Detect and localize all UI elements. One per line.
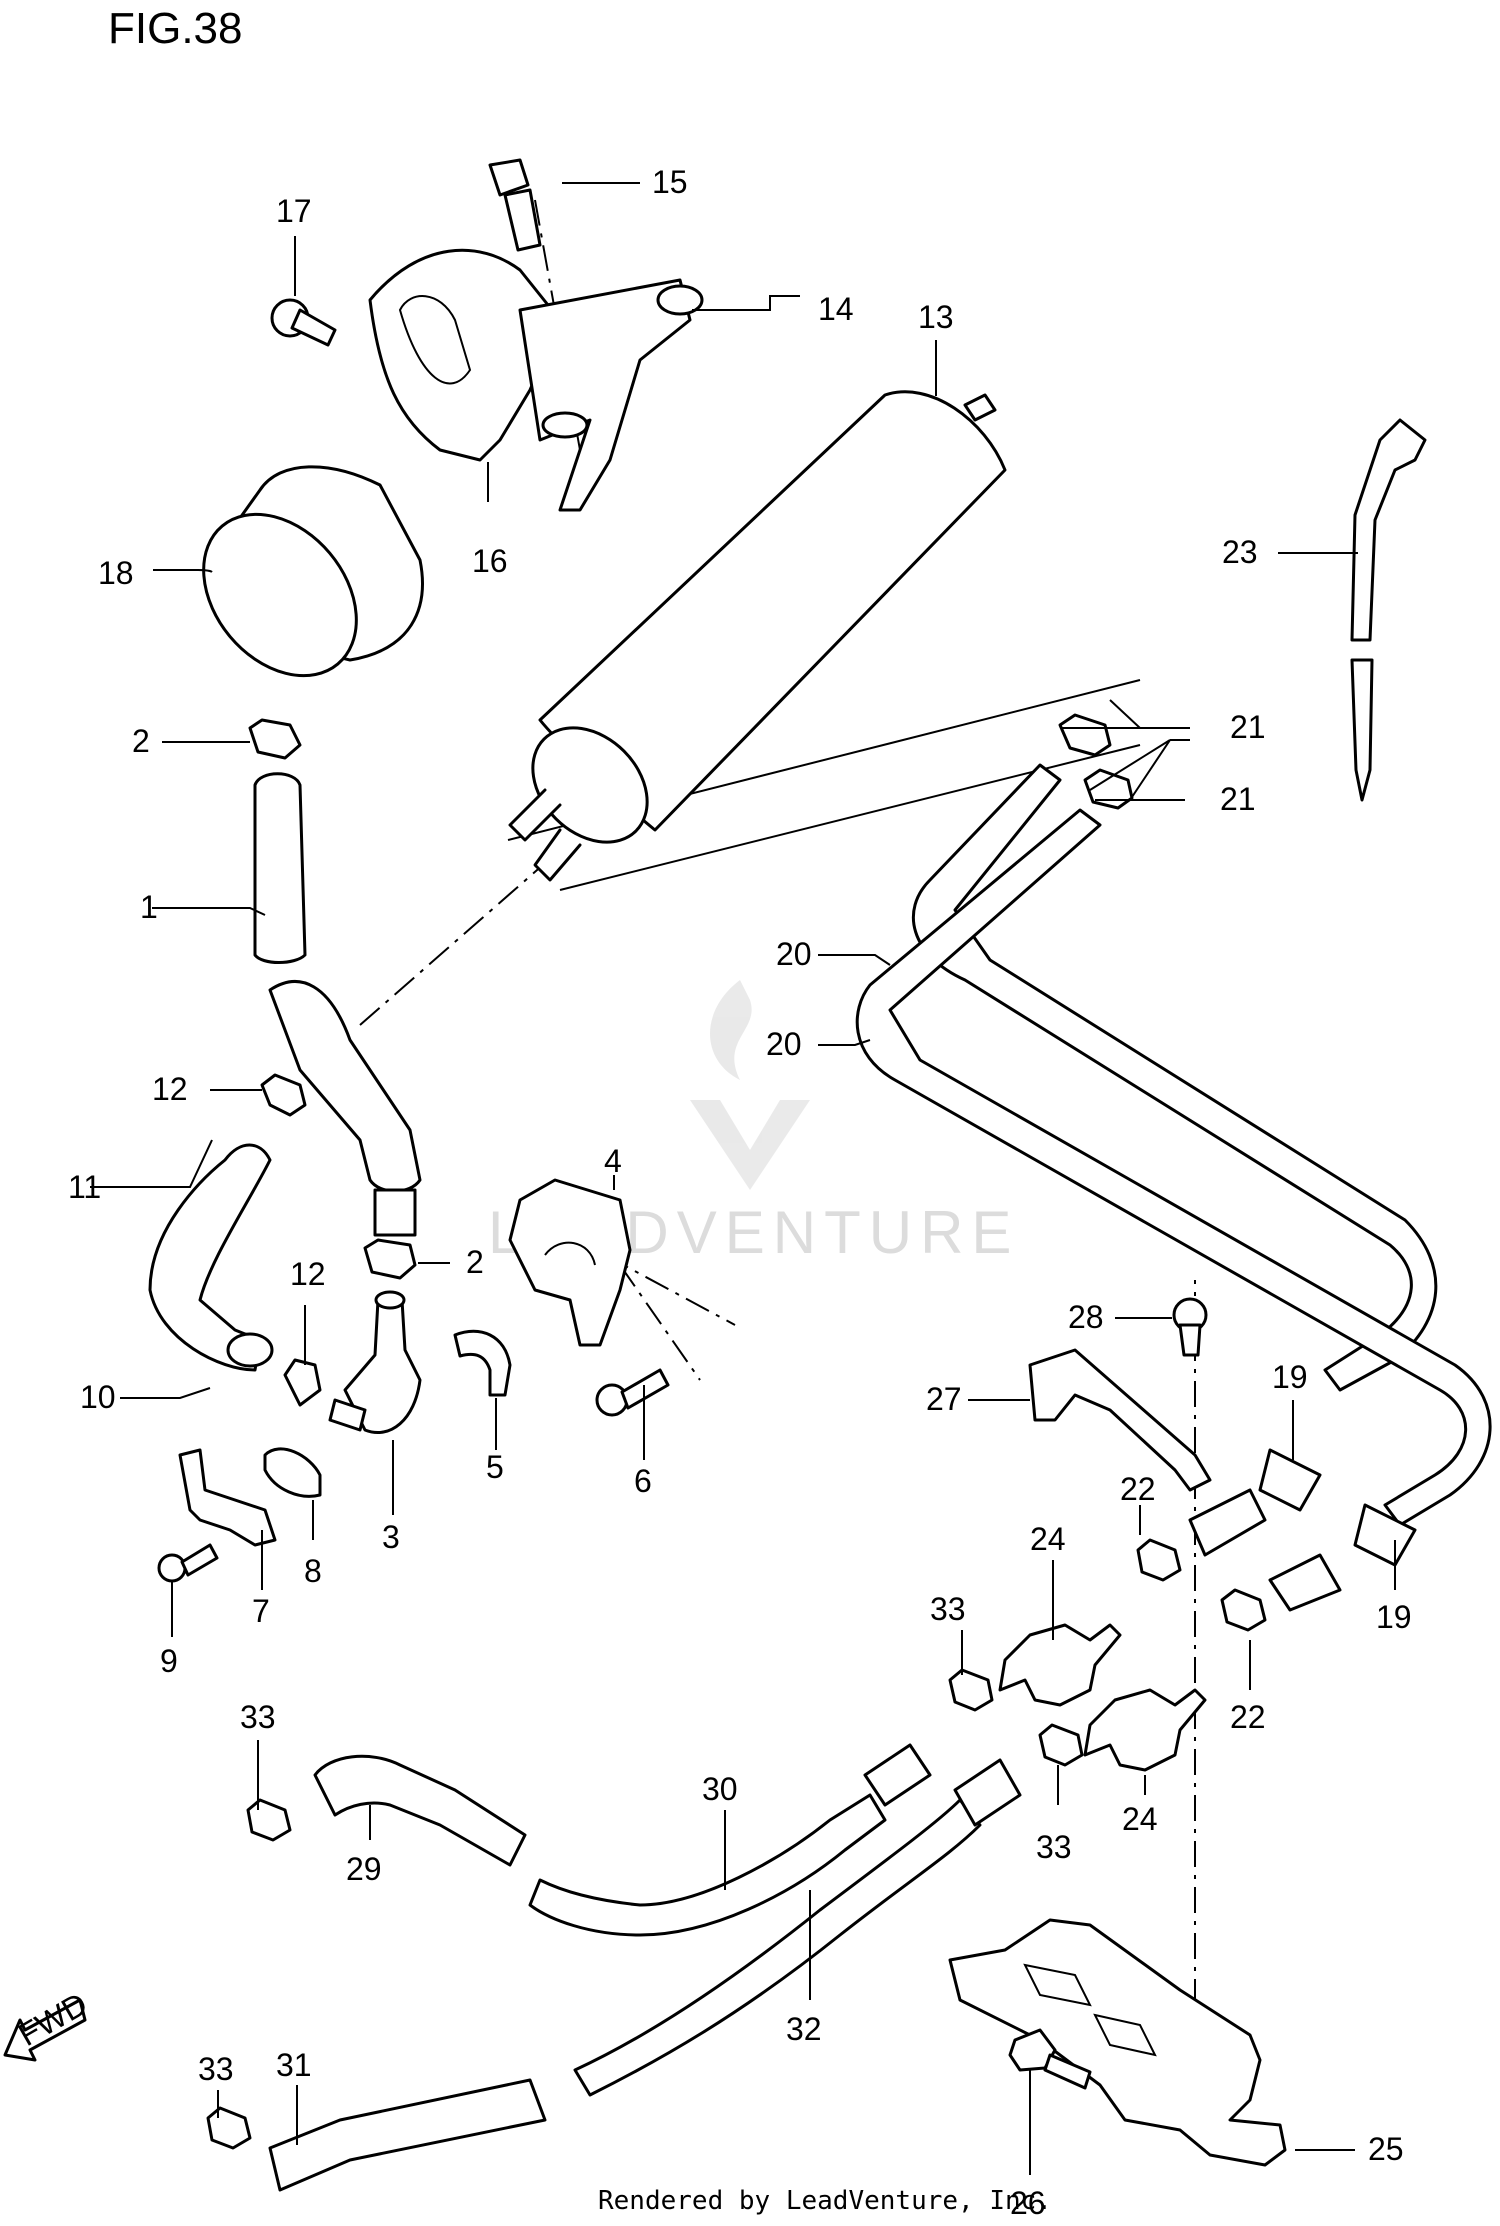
clamp-2-lower[interactable] xyxy=(363,1238,417,1280)
hose-20-lower[interactable] xyxy=(855,808,1492,1527)
callout-18: 18 xyxy=(98,555,134,591)
screw-9[interactable] xyxy=(157,1543,219,1583)
callout-25: 25 xyxy=(1368,2131,1404,2167)
bolt-26[interactable] xyxy=(1008,2028,1092,2090)
callout-1: 1 xyxy=(140,889,158,925)
hose-elbow[interactable] xyxy=(268,980,422,1237)
callout-24: 24 xyxy=(1030,1521,1066,1557)
screw-17[interactable] xyxy=(270,298,337,347)
callout-8: 8 xyxy=(304,1553,322,1589)
clip-8[interactable] xyxy=(263,1447,322,1498)
hose-20-upper[interactable] xyxy=(911,763,1438,1392)
callout-19: 19 xyxy=(1376,1599,1412,1635)
watermark-logo xyxy=(690,980,810,1190)
callout-26: 26 xyxy=(1010,2185,1046,2221)
bracket-16[interactable] xyxy=(368,248,704,512)
hose-1[interactable] xyxy=(253,772,307,964)
callout-17: 17 xyxy=(276,193,312,229)
callout-2: 2 xyxy=(132,723,150,759)
fwd-label: FWD xyxy=(12,1985,93,2053)
callout-28: 28 xyxy=(1068,1299,1104,1335)
callout-33: 33 xyxy=(1036,1829,1072,1865)
callout-31: 31 xyxy=(276,2047,312,2083)
check-valve-24-upper[interactable] xyxy=(998,1623,1122,1707)
clamp-33-b[interactable] xyxy=(1038,1723,1084,1767)
fwd-arrow-icon xyxy=(3,1998,87,2062)
sleeve-18[interactable] xyxy=(172,465,424,706)
callout-19: 19 xyxy=(1272,1359,1308,1395)
callout-22: 22 xyxy=(1120,1471,1156,1507)
callout-2: 2 xyxy=(466,1244,484,1280)
callout-23: 23 xyxy=(1222,534,1258,570)
callout-3: 3 xyxy=(382,1519,400,1555)
callout-20: 20 xyxy=(766,1026,802,1062)
bracket-27[interactable] xyxy=(1028,1348,1212,1492)
callout-12: 12 xyxy=(290,1256,326,1292)
hose-short-a[interactable] xyxy=(1188,1488,1267,1557)
callout-32: 32 xyxy=(786,2011,822,2047)
valve-3[interactable] xyxy=(328,1290,422,1434)
callout-7: 7 xyxy=(252,1593,270,1629)
hose-19-left[interactable] xyxy=(1258,1448,1322,1512)
callout-29: 29 xyxy=(346,1851,382,1887)
callout-30: 30 xyxy=(702,1771,738,1807)
clamp-22-left[interactable] xyxy=(1136,1538,1182,1582)
bolt-15[interactable] xyxy=(488,158,542,252)
callout-24: 24 xyxy=(1122,1801,1158,1837)
callout-9: 9 xyxy=(160,1643,178,1679)
screw-6[interactable] xyxy=(595,1368,670,1417)
callout-16: 16 xyxy=(472,543,508,579)
clamp-2-top[interactable] xyxy=(248,718,302,760)
callout-33: 33 xyxy=(198,2051,234,2087)
clamp-21-upper[interactable] xyxy=(1058,713,1112,757)
callout-15: 15 xyxy=(652,164,688,200)
callout-27: 27 xyxy=(926,1381,962,1417)
callout-33: 33 xyxy=(240,1699,276,1735)
hose-29[interactable] xyxy=(313,1754,527,1867)
callout-10: 10 xyxy=(80,1379,116,1415)
callout-4: 4 xyxy=(604,1143,622,1179)
screw-28[interactable] xyxy=(1172,1297,1208,1357)
tie-23[interactable] xyxy=(1350,418,1427,802)
hose-10[interactable] xyxy=(226,1332,274,1368)
callout-13: 13 xyxy=(918,299,954,335)
hose-30[interactable] xyxy=(528,1743,932,1937)
tray-25[interactable] xyxy=(948,1918,1287,2167)
clamp-33-a[interactable] xyxy=(948,1668,994,1712)
clamp-33-d[interactable] xyxy=(206,2106,252,2150)
check-valve-24-lower[interactable] xyxy=(1083,1688,1207,1772)
bracket-7[interactable] xyxy=(178,1448,277,1547)
clip-5[interactable] xyxy=(453,1329,512,1397)
callout-22: 22 xyxy=(1230,1699,1266,1735)
hose-31[interactable] xyxy=(268,2078,547,2192)
callout-11: 11 xyxy=(68,1169,101,1205)
footer-credit: Rendered by LeadVenture, Inc. xyxy=(598,2186,1052,2216)
hose-short-b[interactable] xyxy=(1268,1553,1342,1612)
clamp-22-right[interactable] xyxy=(1220,1588,1267,1632)
hose-11[interactable] xyxy=(148,1143,272,1372)
clamp-12-lower[interactable] xyxy=(283,1358,322,1407)
callout-5: 5 xyxy=(486,1449,504,1485)
callout-12: 12 xyxy=(152,1071,188,1107)
hose-32[interactable] xyxy=(573,1758,1022,2097)
clamp-12-top[interactable] xyxy=(260,1073,307,1117)
callout-33: 33 xyxy=(930,1591,966,1627)
figure-title: FIG.38 xyxy=(108,4,243,53)
callout-21: 21 xyxy=(1220,781,1256,817)
canister-13[interactable] xyxy=(508,390,1007,882)
callout-14: 14 xyxy=(818,291,854,327)
leader-lines xyxy=(90,182,1396,2175)
callout-6: 6 xyxy=(634,1463,652,1499)
callout-20: 20 xyxy=(776,936,812,972)
callout-21: 21 xyxy=(1230,709,1266,745)
bracket-4[interactable] xyxy=(508,1178,632,1347)
clamp-33-c[interactable] xyxy=(246,1798,292,1842)
